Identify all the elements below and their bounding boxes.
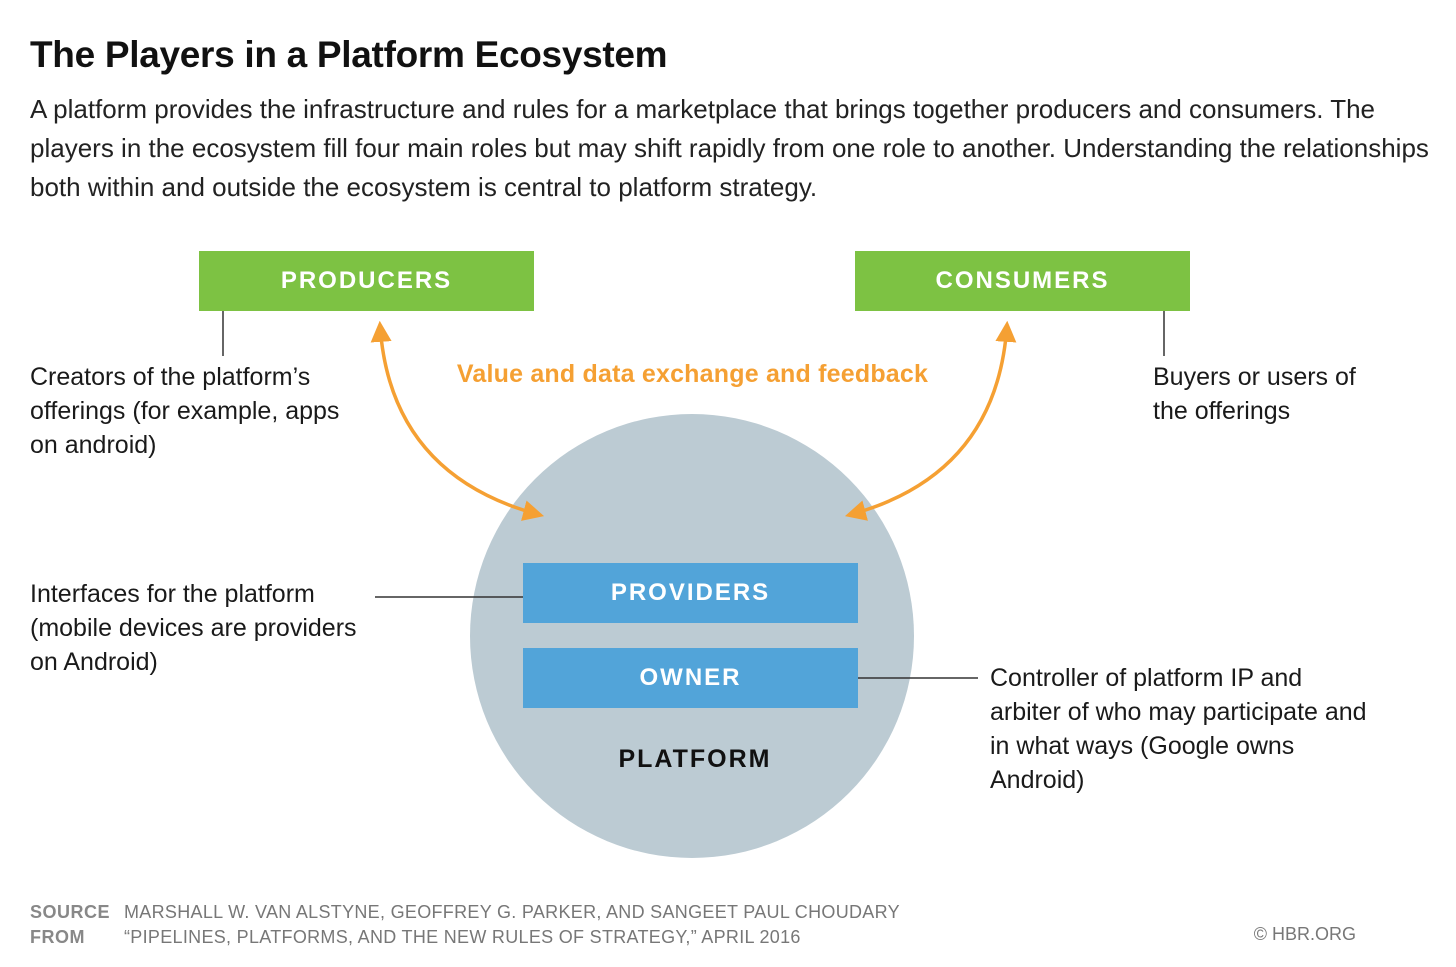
providers-description: Interfaces for the platform (mobile devi… (30, 580, 357, 676)
exchange-label: Value and data exchange and feedback (456, 360, 929, 388)
providers-box: PROVIDERS (523, 563, 858, 623)
page-title: The Players in a Platform Ecosystem (30, 34, 668, 75)
producers-description: Creators of the platform’s offerings (fo… (30, 363, 340, 459)
owner-description: Controller of platform IP and arbiter of… (990, 664, 1367, 794)
from-value: “Pipelines, Platforms, and the New Rules… (124, 927, 801, 947)
from-key: FROM (30, 927, 85, 947)
source-note: SOURCE Marshall W. Van Alstyne, Geoffrey… (30, 900, 900, 950)
owner-box: OWNER (523, 648, 858, 708)
source-value: Marshall W. Van Alstyne, Geoffrey G. Par… (124, 902, 900, 922)
consumers-box: CONSUMERS (855, 251, 1190, 311)
intro-paragraph: A platform provides the infrastructure a… (30, 94, 1429, 202)
consumers-description: Buyers or users of the offerings (1153, 363, 1356, 425)
consumers-exchange-arrow (844, 320, 1017, 521)
platform-label: PLATFORM (618, 745, 772, 773)
producers-exchange-arrow (370, 320, 545, 521)
copyright: © HBR.ORG (1253, 924, 1356, 944)
platform-circle (470, 414, 914, 858)
producers-box: PRODUCERS (199, 251, 534, 311)
source-key: SOURCE (30, 902, 111, 922)
